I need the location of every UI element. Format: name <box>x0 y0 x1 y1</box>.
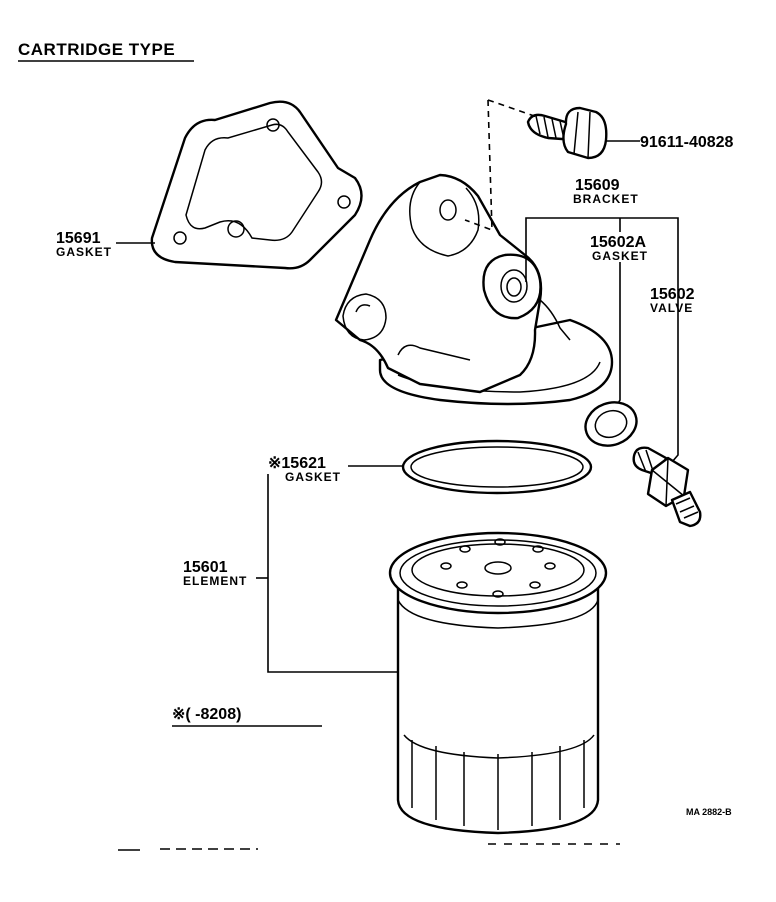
diagram-title: CARTRIDGE TYPE <box>18 40 175 59</box>
label-15621-number: ※15621 <box>268 455 326 472</box>
label-15609-name: BRACKET <box>573 192 639 206</box>
gasket-15602a-drawing <box>584 401 638 447</box>
label-91611-number: 91611-40828 <box>640 134 734 151</box>
gasket-15621-drawing <box>401 439 593 495</box>
label-15601-name: ELEMENT <box>183 574 247 588</box>
bracket-group-leader <box>525 217 679 463</box>
footnote-text: ※( -8208) <box>172 706 241 723</box>
label-15691-name: GASKET <box>56 245 112 259</box>
bracket-15609-drawing <box>334 173 614 406</box>
label-15609-number: 15609 <box>575 177 620 194</box>
label-15601-number: 15601 <box>183 559 228 576</box>
element-15601-drawing <box>388 531 608 835</box>
label-15602a-number: 15602A <box>590 234 646 251</box>
element-group-bracket <box>267 474 400 673</box>
label-15621-name: GASKET <box>285 470 341 484</box>
label-15602a-name: GASKET <box>592 249 648 263</box>
bolt-dashed-guide-1 <box>487 99 541 119</box>
label-15602-name: VALVE <box>650 301 693 315</box>
label-15602-number: 15602 <box>650 286 695 303</box>
gasket-15691-drawing <box>150 100 363 270</box>
valve-15602-drawing <box>632 446 702 528</box>
bolt-91611-drawing <box>526 106 608 160</box>
leader-15602a <box>613 262 621 411</box>
label-15691-number: 15691 <box>56 230 101 247</box>
drawing-reference: MA 2882-B <box>686 807 732 817</box>
